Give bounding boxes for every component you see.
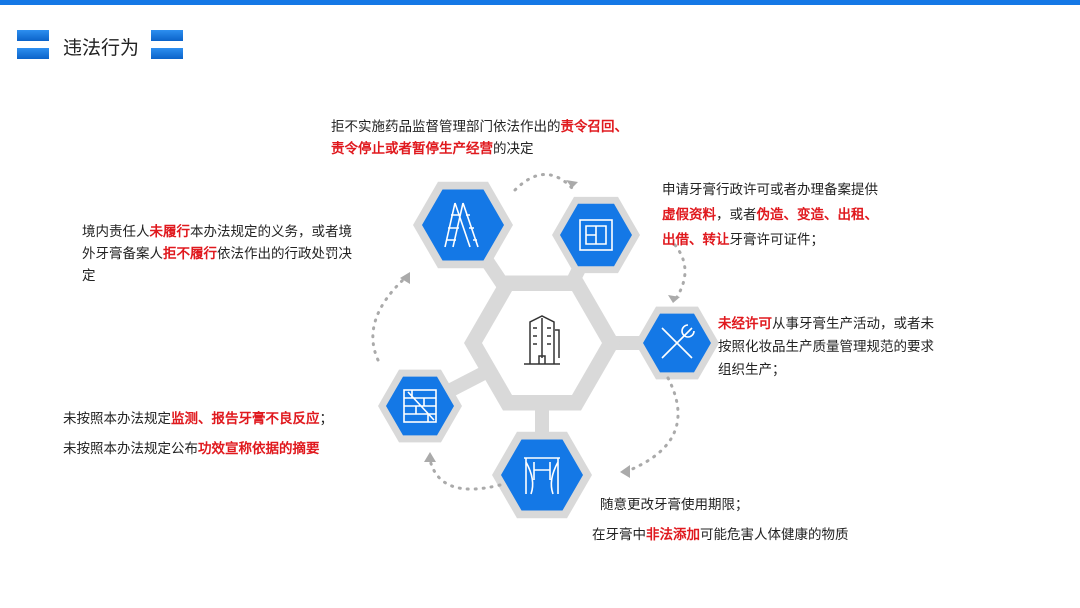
arrow-left: [371, 276, 407, 362]
text-bottom-left: 未按照本办法规定监测、报告牙膏不良反应； 未按照本办法规定公布功效宣称依据的摘要: [63, 411, 333, 457]
curtain-icon: [524, 457, 560, 495]
top-accent-bar: [0, 0, 1080, 5]
hex-node: [501, 439, 583, 511]
arrow-top: [513, 173, 574, 192]
arrow-head: [566, 180, 578, 188]
text-bottom-right: 随意更改牙膏使用期限； 在牙膏中非法添加可能危害人体健康的物质: [592, 497, 849, 543]
arrow-head: [668, 295, 680, 303]
arrow-head: [400, 272, 410, 284]
tools-icon: [661, 324, 695, 359]
arrow-right-top: [673, 243, 687, 302]
text-right-top: 申请牙膏行政许可或者办理备案提供 虚假资料，或者伪造、变造、出租、 出借、转让牙…: [662, 182, 878, 248]
arrow-bottom: [428, 458, 502, 491]
building-icon: [524, 315, 560, 365]
arrow-right: [628, 376, 680, 472]
arrow-head: [424, 452, 436, 462]
page-title: 违法行为: [63, 37, 140, 59]
ladder-icon: [444, 202, 479, 248]
arrow-head: [620, 465, 630, 478]
brick-wall-icon: [403, 389, 437, 423]
blueprint-icon: [579, 219, 613, 251]
title-bars-icon: [151, 30, 183, 60]
text-left: 境内责任人未履行本办法规定的义务，或者境 外牙膏备案人拒不履行依法作出的行政处罚…: [82, 224, 352, 284]
text-right: 未经许可从事牙膏生产活动，或者未 按照化妆品生产质量管理规范的要求 组织生产；: [718, 316, 934, 378]
title-bars-icon: [17, 30, 49, 60]
text-top: 拒不实施药品监督管理部门依法作出的责令召回、 责令停止或者暂停生产经营的决定: [331, 119, 628, 157]
